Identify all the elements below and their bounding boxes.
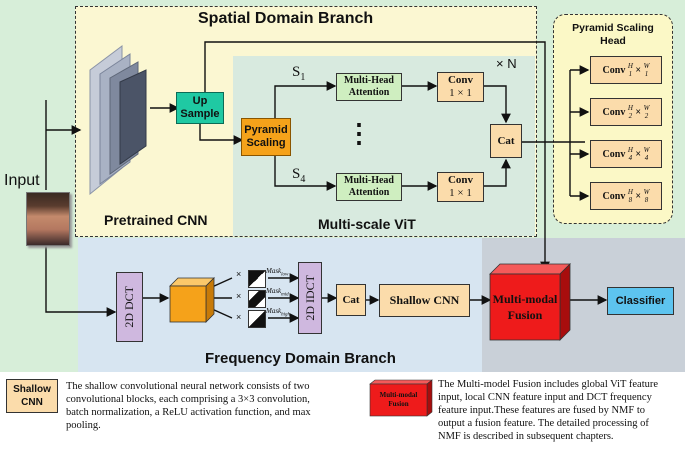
mask-low-label: Masklow bbox=[266, 267, 289, 278]
frequency-feature-cube bbox=[169, 277, 215, 323]
pyramid-scaling-block: Pyramid Scaling bbox=[241, 118, 291, 156]
scale-label-bottom: S4 bbox=[292, 166, 306, 185]
upsample-label-1: Up bbox=[192, 95, 208, 107]
times-sign-1: × bbox=[236, 269, 242, 279]
cat-block-frequency: Cat bbox=[336, 284, 366, 316]
pretrained-cnn-label: Pretrained CNN bbox=[104, 212, 208, 228]
times-sign-2: × bbox=[236, 291, 242, 301]
mask-mid-icon bbox=[248, 290, 266, 308]
input-face-image bbox=[26, 192, 70, 246]
legend-fusion-cube bbox=[369, 379, 433, 417]
repeat-n-label: × N bbox=[496, 56, 517, 71]
legend-fusion-text: The Multi-model Fusion includes global V… bbox=[438, 379, 659, 442]
mask-high-label: Maskhigh bbox=[266, 307, 291, 318]
idct-block: 2D IDCT bbox=[298, 262, 322, 334]
dct-block: 2D DCT bbox=[116, 272, 143, 342]
fusion-cube bbox=[489, 263, 571, 341]
shallow-cnn-block: Shallow CNN bbox=[379, 284, 470, 317]
pretrained-cnn-stack bbox=[89, 45, 147, 196]
pyramid-scaling-label-1: Pyramid bbox=[244, 124, 288, 136]
spatial-branch-title: Spatial Domain Branch bbox=[198, 10, 374, 27]
multiscale-vit-label: Multi-scale ViT bbox=[318, 216, 416, 232]
mask-high-icon bbox=[248, 310, 266, 328]
classifier-block: Classifier bbox=[607, 287, 674, 315]
vertical-dots: ⋮ bbox=[346, 118, 372, 148]
upsample-label-2: Sample bbox=[180, 108, 220, 120]
times-sign-3: × bbox=[236, 312, 242, 322]
scale-label-top: S1 bbox=[292, 64, 306, 83]
upsample-block: Up Sample bbox=[176, 92, 224, 124]
cat-block-spatial: Cat bbox=[490, 124, 522, 158]
legend-shallow-text: The shallow convolutional neural network… bbox=[66, 381, 311, 431]
legend-region bbox=[0, 372, 685, 458]
frequency-branch-title: Frequency Domain Branch bbox=[205, 350, 396, 367]
pyramid-scaling-label-2: Scaling bbox=[246, 137, 286, 149]
input-label: Input bbox=[4, 172, 40, 189]
mask-low-icon bbox=[248, 270, 266, 288]
mask-mid-label: Maskmid bbox=[266, 287, 289, 298]
